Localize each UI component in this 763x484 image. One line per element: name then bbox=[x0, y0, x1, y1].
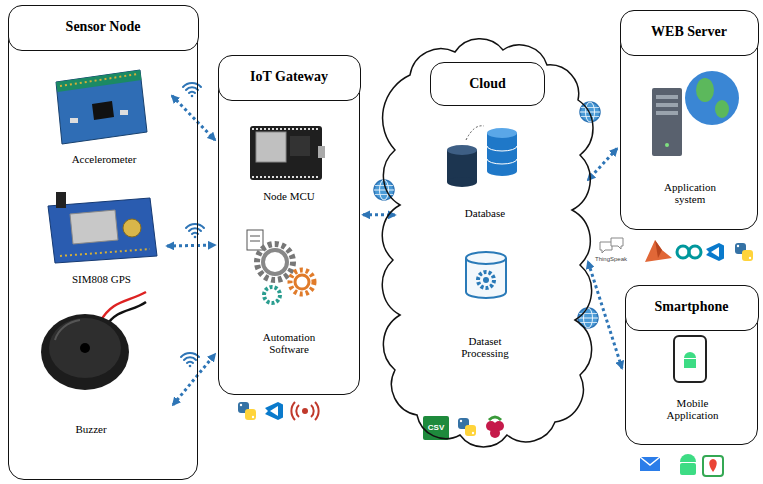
database-item: Database bbox=[430, 118, 540, 220]
caption-text: Mobile Application bbox=[658, 397, 728, 422]
gps-item: SIM808 GPS bbox=[39, 186, 164, 286]
web-server-picture bbox=[652, 71, 739, 156]
web-server-panel: WEB ServerApplication system bbox=[620, 10, 758, 230]
caption-text: Node MCU bbox=[263, 190, 315, 203]
heading-text: Cloud bbox=[469, 76, 506, 92]
database-picture bbox=[447, 126, 517, 187]
wireless-link-arrow bbox=[588, 262, 622, 369]
accelerometer-item: Accelerometer bbox=[44, 61, 164, 166]
gateway-tool-icons bbox=[238, 402, 319, 420]
nodemcu-item: Node MCU bbox=[234, 116, 344, 203]
wireless-link-arrow bbox=[173, 354, 215, 405]
processing-picture bbox=[466, 252, 506, 298]
buzzer-item: Buzzer bbox=[31, 301, 151, 436]
caption-text: SIM808 GPS bbox=[72, 273, 131, 286]
wireless-symbols bbox=[181, 83, 204, 367]
heading-text: Smartphone bbox=[655, 299, 729, 315]
caption-text: Buzzer bbox=[75, 423, 106, 436]
wireless-link-arrow bbox=[588, 149, 617, 180]
file-type-label: CSV bbox=[423, 423, 449, 432]
wireless-link-arrow bbox=[172, 96, 215, 140]
gears-picture bbox=[247, 230, 314, 303]
heading-tab: WEB Server bbox=[620, 10, 759, 56]
caption-text: Automation Software bbox=[254, 331, 324, 356]
cloud-shape: CloudDatabaseDataset Processing bbox=[375, 30, 600, 455]
heading-tab: Cloud bbox=[430, 62, 545, 106]
nodemcu-picture bbox=[250, 126, 325, 180]
accelerometer-picture bbox=[56, 70, 147, 144]
heading-tab: IoT Gateway bbox=[218, 55, 361, 101]
phone-picture bbox=[674, 336, 706, 382]
iot-gateway-panel: IoT GatewayNode MCU Automation Software bbox=[218, 55, 360, 395]
heading-tab: Smartphone bbox=[625, 285, 759, 331]
caption-text: Database bbox=[465, 207, 505, 220]
sensor-node-panel: Sensor NodeAccelerometerSIM808 GPS Buzzer bbox=[8, 5, 198, 480]
phone-tool-icons bbox=[640, 454, 723, 476]
caption-text: Dataset Processing bbox=[450, 335, 520, 360]
heading-text: Sensor Node bbox=[66, 19, 141, 35]
caption-text: Accelerometer bbox=[72, 153, 137, 166]
heading-text: IoT Gateway bbox=[250, 69, 328, 85]
wireless-link-arrow bbox=[167, 244, 215, 248]
application-item: Application system bbox=[631, 66, 749, 206]
caption-text: Application system bbox=[650, 181, 730, 206]
platform-label: ThingSpeak bbox=[592, 256, 630, 262]
buzzer-picture bbox=[41, 292, 146, 390]
heading-tab: Sensor Node bbox=[8, 5, 199, 51]
smartphone-panel: SmartphoneMobile Application bbox=[625, 285, 758, 445]
gps-module-picture bbox=[48, 192, 157, 263]
automation-item: Automation Software bbox=[234, 228, 344, 356]
internet-globes bbox=[374, 102, 600, 328]
cloud-border bbox=[382, 39, 593, 447]
mobile-app-item: Mobile Application bbox=[636, 334, 749, 422]
heading-text: WEB Server bbox=[651, 24, 727, 40]
processing-item: Dataset Processing bbox=[425, 245, 545, 360]
